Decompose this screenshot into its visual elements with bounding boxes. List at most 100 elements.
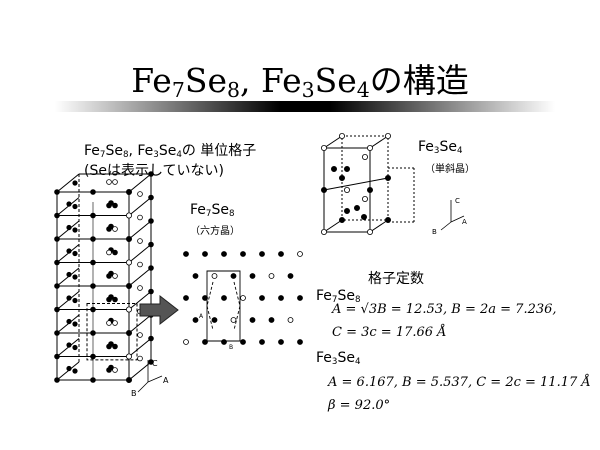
mono-axis-c: C [455, 197, 460, 205]
atom-filled [66, 201, 72, 207]
atom-filled [278, 251, 284, 257]
atom-filled [112, 296, 118, 303]
atom-filled [202, 339, 208, 345]
atom-filled [72, 180, 78, 186]
cell-edge [56, 291, 80, 310]
atom-open [361, 195, 368, 202]
atom-filled [297, 339, 303, 345]
atom-filled [278, 339, 284, 345]
atom-filled [353, 204, 360, 211]
atom-filled [148, 194, 154, 201]
atom-filled [72, 297, 78, 304]
cell-edge [341, 135, 389, 221]
unit-cell-note: (Seは表示していない) [84, 163, 225, 179]
atom-filled [338, 216, 345, 223]
fe7se8-label: Fe7Se8 [190, 202, 235, 220]
atom-filled [112, 343, 118, 350]
atom-filled [360, 213, 367, 220]
atom-filled [126, 282, 133, 289]
cell-edge [56, 197, 80, 216]
atom-filled [343, 165, 350, 172]
atom-open [106, 249, 112, 256]
atom-filled [320, 186, 327, 193]
cell-edge [56, 267, 80, 287]
axis-label-b: B [131, 389, 137, 398]
axis-label-a: A [163, 376, 169, 385]
unit-cell-caption: Fe7Se8, Fe3Se4の 単位格子 [84, 143, 257, 161]
atom-open [112, 320, 118, 326]
atom-filled [72, 250, 78, 257]
arrow-icon [139, 294, 179, 326]
atom-filled [106, 273, 112, 279]
atom-open [106, 320, 112, 326]
atom-open [112, 226, 118, 232]
atom-open [106, 179, 112, 185]
lattice-heading: 格子定数 [368, 271, 424, 287]
atom-filled [90, 236, 96, 242]
cell-edge [369, 135, 389, 149]
atom-filled [90, 330, 96, 336]
cell-edge [56, 244, 80, 263]
atom-open [384, 132, 391, 139]
atom-filled [54, 236, 60, 242]
atom-filled [54, 283, 60, 289]
atom-filled [54, 306, 60, 313]
atom-filled [221, 295, 227, 301]
atom-filled [384, 174, 391, 181]
lattice-fe7se8-label: Fe7Se8 [316, 288, 361, 306]
atom-filled [72, 344, 78, 351]
atom-filled [202, 295, 208, 301]
lattice-fe3se4-eq1: A = 6.167, B = 5.537, C = 2c = 11.17 Å [328, 375, 591, 390]
atom-filled [287, 273, 294, 279]
atom-filled [90, 283, 96, 289]
atom-filled [338, 174, 345, 181]
atom-filled [106, 296, 112, 303]
cell-edge [369, 219, 389, 233]
cell-edge [323, 177, 389, 191]
atom-open [366, 228, 373, 235]
atom-filled [230, 273, 237, 279]
lattice-fe3se4-eq2: β = 92.0° [328, 398, 391, 413]
atom-open [268, 273, 275, 279]
atom-filled [106, 367, 112, 373]
cell-edge [323, 135, 343, 149]
axis-label-c: C [152, 359, 158, 368]
atom-filled [148, 241, 154, 248]
atom-filled [72, 321, 78, 327]
fe3se4-system: （単斜晶） [425, 164, 475, 175]
cell-edge [56, 338, 80, 357]
atom-open [137, 191, 143, 197]
atom-open [320, 228, 327, 235]
atom-filled [106, 343, 112, 350]
atom-filled [259, 251, 265, 257]
atom-filled [268, 317, 275, 323]
atom-filled [148, 265, 154, 271]
atom-filled [66, 295, 72, 301]
atom-filled [90, 259, 96, 266]
atom-filled [66, 224, 72, 231]
atom-filled [126, 235, 133, 242]
atom-filled [183, 251, 189, 257]
cell-edge [56, 173, 80, 193]
atom-open [112, 179, 118, 185]
mono-axis-b: B [432, 228, 437, 236]
plane-label-b: B [229, 344, 233, 351]
atom-open [126, 306, 133, 313]
fe7se8-system: （六方晶） [190, 226, 240, 237]
atom-filled [384, 216, 391, 223]
atom-filled [126, 329, 133, 336]
atom-open [297, 251, 303, 257]
atom-open [126, 259, 133, 266]
atom-filled [148, 335, 154, 342]
atom-filled [90, 212, 96, 219]
atom-filled [90, 353, 96, 360]
atom-filled [54, 353, 60, 360]
atom-open [137, 261, 143, 268]
atom-filled [297, 295, 303, 301]
page-title: Fe7Se8, Fe3Se4の構造 [131, 61, 469, 103]
atom-open [137, 355, 143, 362]
atom-filled [148, 288, 154, 295]
plane-label-a: A [199, 313, 204, 320]
atom-filled [90, 377, 96, 383]
